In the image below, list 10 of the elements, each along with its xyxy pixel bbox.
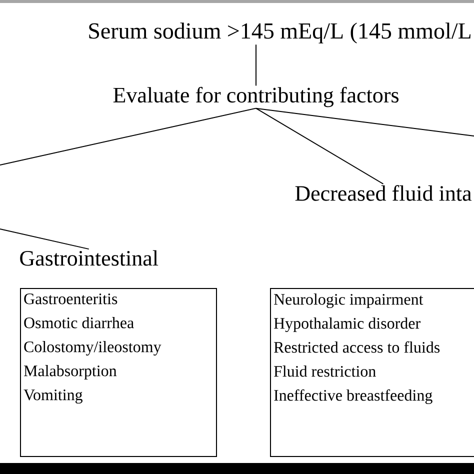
flow-text: Gastrointestinal	[20, 250, 158, 266]
flow-text: Evaluate for contributing factors	[113, 86, 398, 108]
list-box: Gastroenteritis Osmotic diarrhea Colostomy/ileostomy Malabsorption Vomiting	[20, 288, 217, 457]
connector-line	[0, 228, 90, 250]
flow-text: Decreased fluid inta	[295, 185, 472, 201]
connector-line	[256, 108, 474, 136]
connector-line	[0, 108, 256, 166]
connector-line	[256, 108, 384, 184]
flow-text: Serum sodium >145 mEq/L (145 mmol/L	[89, 22, 470, 44]
list-box: Neurologic impairment Hypothalamic disorder Restricted access to fluids Fluid restriction Ineffective breastfeeding	[270, 288, 474, 457]
